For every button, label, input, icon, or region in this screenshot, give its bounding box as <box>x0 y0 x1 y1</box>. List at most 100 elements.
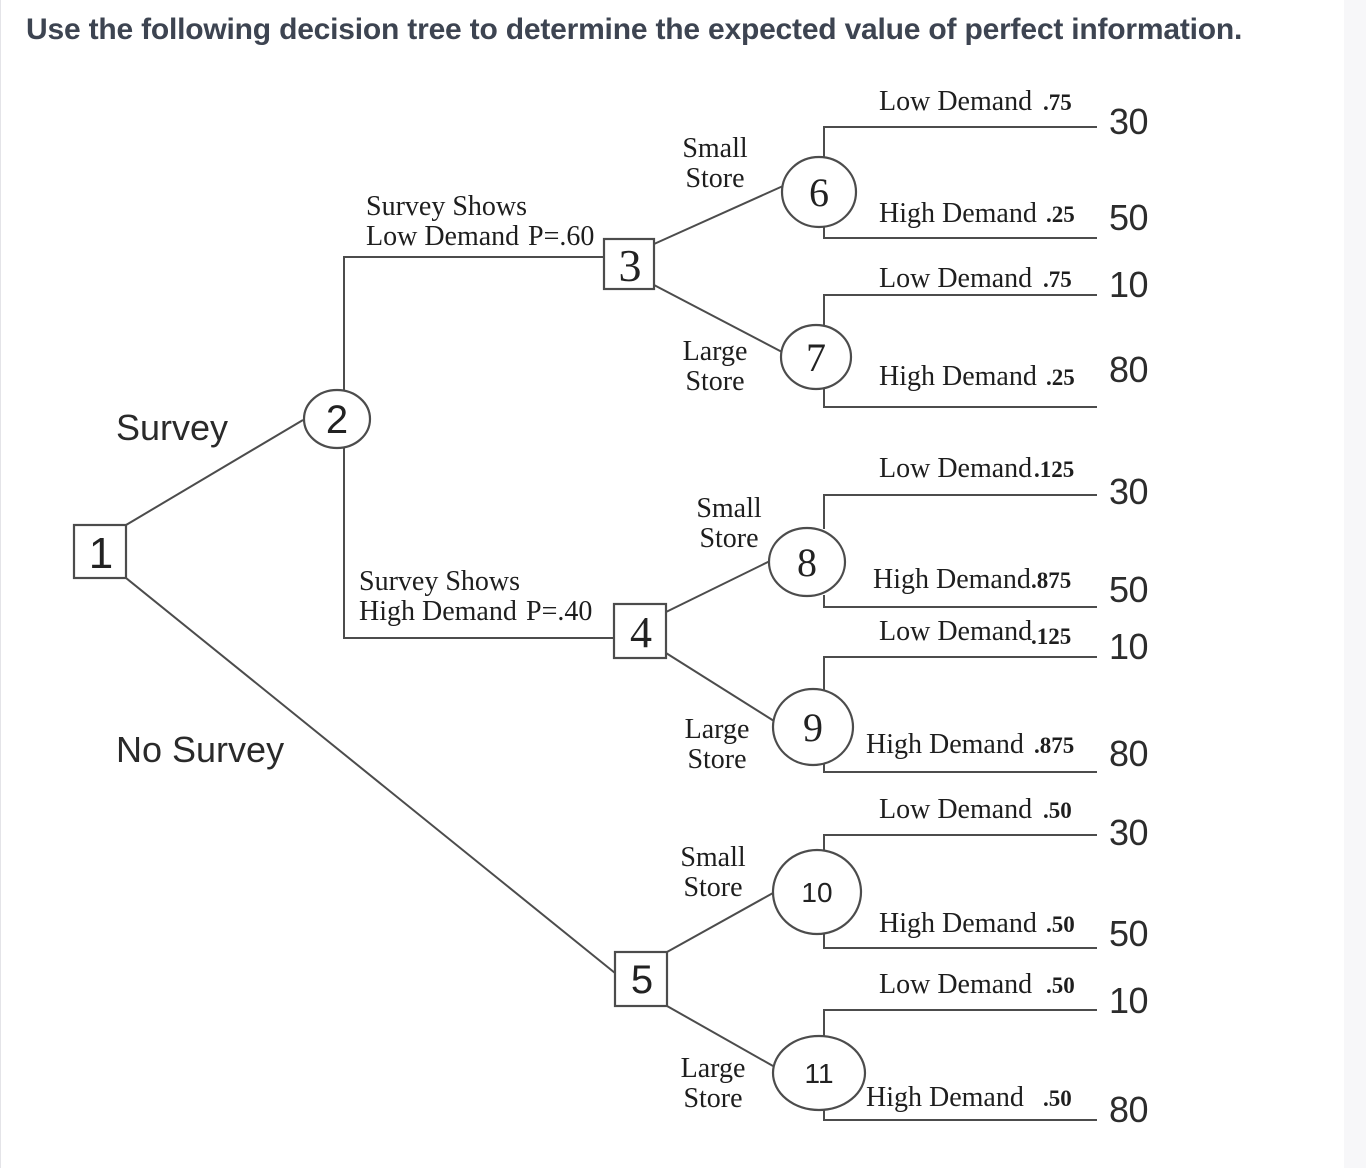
chance-branch-labels: Low Demand.75 High Demand.25 Low Demand.… <box>866 86 1075 1113</box>
store-label-small-g1: Small <box>682 133 748 164</box>
chance-label-11: High Demand.50 <box>866 1082 1072 1113</box>
chance-label-2: Low Demand.75 <box>879 263 1072 294</box>
edge-survey <box>125 419 304 526</box>
edge-n3-large-store <box>653 284 783 353</box>
node-9-label: 9 <box>803 705 823 750</box>
branch-line-n11-high <box>823 1109 1097 1121</box>
node-10-label: 10 <box>801 877 832 908</box>
branch-line-n11-low <box>823 1009 1097 1037</box>
store-labels: Small Store Large Store Small Store Larg… <box>680 133 762 1114</box>
payoff-11: 80 <box>1109 1089 1148 1130</box>
chance-node-10 <box>771 848 863 936</box>
probability-6: .125 <box>1031 624 1071 649</box>
store-label-large-g3: Large <box>681 1053 746 1084</box>
probability-9: .50 <box>1046 912 1075 937</box>
chance-node-6 <box>780 155 858 229</box>
no-survey-branch-label: No Survey <box>116 729 284 770</box>
branch-line-n10-low <box>823 834 1097 851</box>
chance-node-8 <box>767 526 847 598</box>
branch-line-n8-low <box>823 494 1097 529</box>
edge-survey-low <box>343 256 604 391</box>
payoff-7: 80 <box>1109 733 1148 774</box>
branch-line-n9-high <box>823 764 1097 773</box>
branch-line-n6-high <box>823 226 1097 239</box>
node-8-label: 8 <box>797 540 817 585</box>
edge-survey-high <box>343 447 614 639</box>
store-label-large-g3b: Store <box>683 1083 742 1114</box>
branch-line-n9-low <box>823 656 1097 690</box>
payoff-9: 50 <box>1109 913 1148 954</box>
chance-label-9: High Demand.50 <box>879 908 1075 939</box>
probability-8: .50 <box>1043 798 1072 823</box>
branch-line-n8-high <box>823 595 1097 608</box>
chance-node-2 <box>302 388 372 450</box>
store-label-small-g3: Small <box>680 842 746 873</box>
chance-node-9 <box>771 687 855 767</box>
chance-label-3: High Demand.25 <box>879 361 1075 392</box>
node-6-label: 6 <box>809 170 829 215</box>
probability-3: .25 <box>1046 365 1075 390</box>
probability-0: .75 <box>1043 90 1072 115</box>
chance-node-7 <box>779 323 853 391</box>
branch-line-n10-high <box>823 933 1097 949</box>
store-label-large-g2b: Store <box>687 744 746 775</box>
decision-node-4 <box>612 602 668 660</box>
survey-high-probability: P=.40 <box>526 596 592 627</box>
probability-4: .125 <box>1034 457 1074 482</box>
store-label-small-g2: Small <box>696 493 762 524</box>
chance-label-6: Low Demand.125 <box>879 616 1071 649</box>
probability-11: .50 <box>1043 1086 1072 1111</box>
probability-2: .75 <box>1043 267 1072 292</box>
store-label-large-g1: Large <box>683 336 748 367</box>
probability-10: .50 <box>1046 973 1075 998</box>
branch-line-n7-high <box>823 388 1097 408</box>
node-4-label: 4 <box>630 608 652 657</box>
payoff-10: 10 <box>1109 980 1148 1021</box>
branch-line-n6-low <box>823 126 1097 158</box>
node-5-label: 5 <box>631 958 653 1002</box>
decision-node-3 <box>602 237 656 291</box>
decision-node-5 <box>613 950 669 1008</box>
store-label-small-g3b: Store <box>683 872 742 903</box>
edge-n5-large-store <box>666 1005 774 1067</box>
page-title: Use the following decision tree to deter… <box>26 13 1243 46</box>
payoff-5: 50 <box>1109 569 1148 610</box>
payoff-6: 10 <box>1109 626 1148 667</box>
edge-n4-small-store <box>665 560 771 613</box>
chance-label-0: Low Demand.75 <box>879 86 1072 117</box>
payoff-4: 30 <box>1109 471 1148 512</box>
node-1-label: 1 <box>89 529 113 578</box>
survey-shows-high-line1: Survey Shows <box>359 566 520 597</box>
payoff-2: 10 <box>1109 264 1148 305</box>
node-3-label: 3 <box>619 240 642 291</box>
chance-label-8: Low Demand.50 <box>879 794 1072 825</box>
payoff-3: 80 <box>1109 349 1148 390</box>
payoff-8: 30 <box>1109 812 1148 853</box>
chance-node-11 <box>771 1034 867 1112</box>
store-label-small-g1b: Store <box>685 163 744 194</box>
probability-1: .25 <box>1046 202 1075 227</box>
decision-node-1 <box>72 523 128 580</box>
probability-5: .875 <box>1031 568 1071 593</box>
payoff-0: 30 <box>1109 101 1148 142</box>
probability-7: .875 <box>1034 733 1074 758</box>
survey-shows-low-line1: Survey Shows <box>366 191 527 222</box>
node-2-label: 2 <box>326 398 348 442</box>
payoff-values: 30 50 10 80 30 50 10 80 30 50 10 80 <box>1109 101 1149 1130</box>
chance-label-7: High Demand.875 <box>866 729 1074 760</box>
node-11-label: 11 <box>804 1058 833 1089</box>
chance-label-1: High Demand.25 <box>879 198 1075 229</box>
payoff-1: 50 <box>1109 197 1148 238</box>
edge-n4-large-store <box>665 652 775 722</box>
store-label-large-g2: Large <box>685 714 750 745</box>
survey-branch-label: Survey <box>116 407 228 448</box>
edge-no-survey <box>125 577 616 974</box>
node-7-label: 7 <box>806 335 826 380</box>
survey-low-probability: P=.60 <box>528 221 594 252</box>
tree-edges <box>125 126 1097 1121</box>
